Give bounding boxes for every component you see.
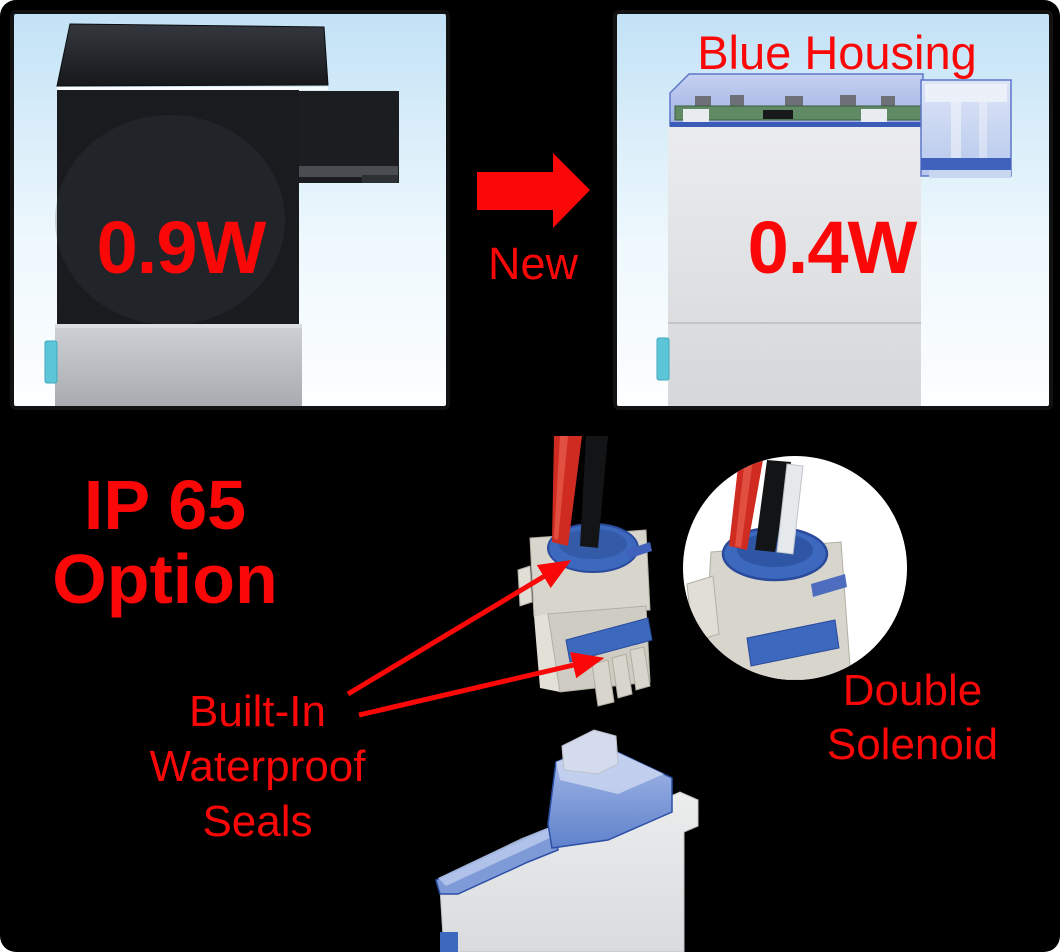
inset-black-wire (755, 460, 791, 552)
double-solenoid-inset (683, 456, 907, 680)
new-valve-panel: Blue Housing 0.4W (613, 10, 1053, 410)
ip65-option-title: IP 65 Option (25, 468, 305, 616)
new-valve-connector (920, 79, 1012, 178)
old-valve-cap (56, 23, 329, 87)
new-valve-port-tab (656, 337, 670, 381)
old-valve-body (57, 90, 299, 326)
blue-housing-label: Blue Housing (697, 26, 977, 79)
old-valve-seam (57, 87, 328, 90)
bottom-valve-port (440, 932, 458, 952)
ip65-title-line2: Option (52, 540, 278, 618)
black-wire (580, 436, 608, 548)
old-valve-panel: 0.9W (10, 10, 450, 410)
bottom-valve-tab (561, 729, 619, 775)
ip65-connector-photo (517, 436, 653, 707)
inset-caption-line1: Double (842, 666, 983, 715)
callout-line1: Built-In (189, 687, 326, 736)
old-valve-port-tab (44, 340, 58, 384)
waterproof-seals-callout: Built-In Waterproof Seals (140, 684, 375, 849)
callout-line3: Seals (202, 797, 313, 846)
new-valve-wattage-label: 0.4W (747, 206, 918, 289)
new-valve-photo (656, 73, 1012, 406)
lower-waterproof-seal (565, 617, 653, 663)
ip65-title-line1: IP 65 (83, 466, 247, 544)
right-arrow-icon (477, 153, 590, 228)
ip65-valve-photo (435, 729, 699, 952)
old-valve-wattage-label: 0.9W (96, 206, 267, 289)
old-valve-base (55, 324, 302, 406)
callout-line2: Waterproof (149, 742, 366, 791)
inset-white-wire (776, 463, 804, 555)
inset-caption-line2: Solenoid (826, 720, 999, 769)
old-valve-photo (44, 23, 399, 406)
double-solenoid-closeup (686, 458, 852, 680)
new-valve-body (668, 127, 921, 406)
double-solenoid-caption: Double Solenoid (805, 664, 1020, 772)
new-label: New (487, 238, 579, 289)
